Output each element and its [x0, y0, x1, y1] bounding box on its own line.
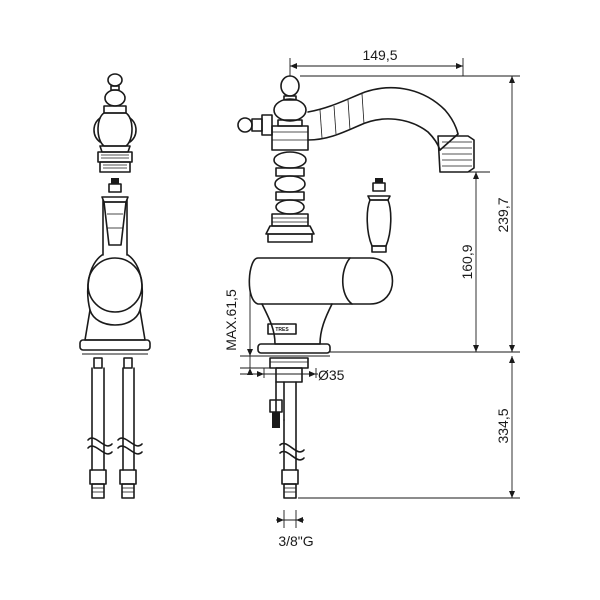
side-finial [273, 75, 307, 127]
front-lever [101, 178, 129, 246]
dimension-lines [240, 58, 520, 528]
front-aerator [97, 145, 133, 173]
side-column [265, 125, 315, 243]
front-body [79, 199, 151, 355]
front-hoses [87, 357, 143, 499]
side-shank [269, 357, 309, 499]
side-spout [307, 86, 475, 173]
dimension-labels: 149,5 239,7 160,9 MAX.61,5 Ø35 334,5 3/8… [223, 47, 511, 549]
dim-thread: 3/8"G [278, 533, 313, 549]
dim-hole-diameter: Ø35 [318, 367, 345, 383]
side-lever-handle [366, 178, 392, 253]
brand-mark: TRES [275, 327, 289, 333]
side-view: TRES [237, 75, 475, 499]
front-view [79, 73, 151, 499]
dim-top-width: 149,5 [362, 47, 397, 63]
dim-max-thickness: MAX.61,5 [223, 289, 239, 351]
dim-spout-height: 160,9 [459, 244, 475, 279]
side-left-knob [237, 114, 273, 136]
dim-total-height: 239,7 [495, 197, 511, 232]
front-knob [93, 73, 137, 147]
side-body: TRES [248, 257, 394, 357]
dim-hose-length: 334,5 [495, 408, 511, 443]
